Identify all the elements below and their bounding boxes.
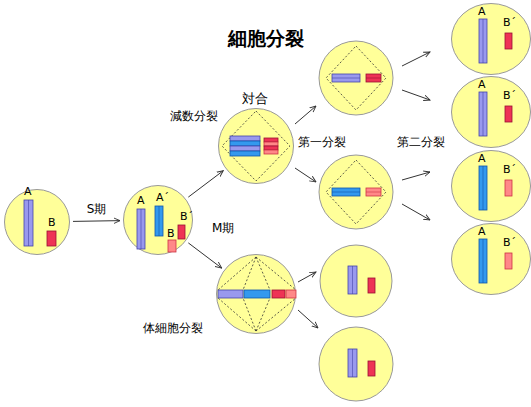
division-arrow (295, 52, 430, 328)
division-label: 第一分裂 (298, 136, 346, 150)
meiosis-cell: 減数分裂対合 (218, 108, 294, 184)
cell-outline (4, 189, 70, 255)
chromosome-label: B (167, 228, 175, 241)
gamete-cell: A B´ (451, 76, 531, 148)
chromosome-label: A (137, 195, 145, 208)
mitosis-cell: 体細胞分裂 (216, 254, 296, 334)
stage-heading: 体細胞分裂 (143, 322, 203, 336)
chromosome-label: A (24, 186, 32, 199)
daughter-cell (319, 327, 393, 401)
first-division-cell (319, 41, 393, 115)
parent-cell: AB (4, 189, 70, 255)
phase-label: M期 (212, 222, 234, 236)
stage-heading: 減数分裂 (170, 110, 218, 124)
cell-outline (451, 150, 531, 222)
cell-outline (218, 108, 294, 184)
cell-outline (216, 254, 296, 334)
division-label: 第二分裂 (397, 136, 445, 150)
cell-outline (451, 223, 531, 295)
transition-arrow (73, 220, 120, 222)
chromosome-label: B´ (503, 90, 516, 103)
first-division-cell (319, 155, 393, 229)
daughter-cell (320, 245, 392, 317)
cell-outline (451, 3, 531, 75)
chromosome-label: A (478, 153, 486, 166)
chromosome-label: A (478, 6, 486, 19)
chromosome-label: B´ (180, 211, 193, 224)
chromosome-label: B´ (503, 237, 516, 250)
chromosome-label: A´ (156, 192, 169, 205)
replicated-cell: A A´ B´ B (123, 185, 193, 255)
transition-arrow (188, 171, 223, 197)
chromosome-label: A (478, 79, 486, 92)
gamete-cell: A B´ (451, 223, 531, 295)
stage-heading: 対合 (242, 92, 268, 107)
chromosome-label: B´ (503, 164, 516, 177)
phase-label: S期 (86, 203, 108, 217)
diagram-title: 細胞分裂 (228, 28, 304, 50)
chromosome-label: A (478, 226, 486, 239)
transition-arrow (188, 243, 221, 268)
cell-outline (451, 76, 531, 148)
gamete-cell: A B´ (451, 150, 531, 222)
chromosome-label: B (48, 217, 56, 230)
gamete-cell: A B´ (451, 3, 531, 75)
chromosome-label: B´ (503, 17, 516, 30)
